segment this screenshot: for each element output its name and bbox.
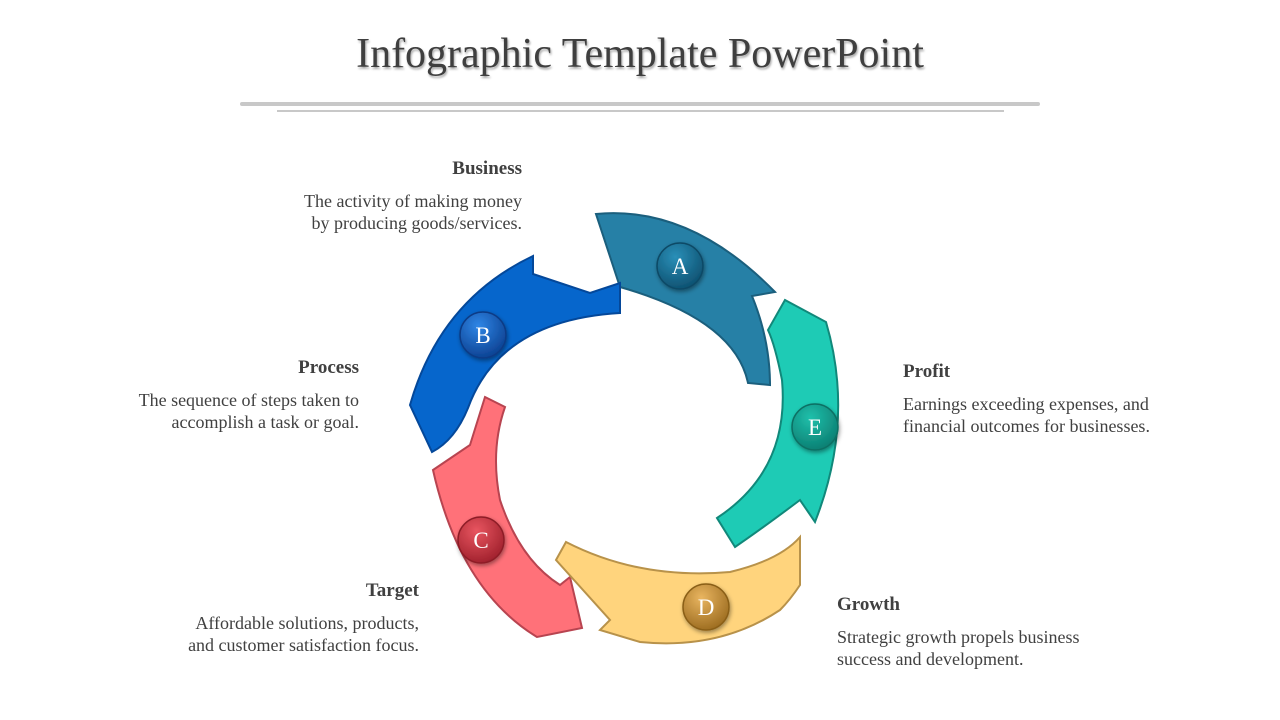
badge-a-letter: A [672, 254, 689, 279]
process-title: Process [60, 357, 359, 379]
badge-c-letter: C [473, 528, 488, 553]
target-desc-line2: and customer satisfaction focus. [100, 634, 419, 656]
growth-desc-line2: success and development. [837, 648, 1167, 670]
business-desc-line2: by producing goods/services. [220, 212, 522, 234]
profit-desc-line1: Earnings exceeding expenses, and [903, 393, 1233, 415]
segment-b-arrow [410, 256, 620, 452]
process-block: Process The sequence of steps taken to a… [60, 357, 359, 433]
process-desc-line1: The sequence of steps taken to [60, 389, 359, 411]
profit-desc: Earnings exceeding expenses, and financi… [903, 393, 1233, 437]
growth-desc: Strategic growth propels business succes… [837, 626, 1167, 670]
growth-block: Growth Strategic growth propels business… [837, 594, 1167, 670]
badge-d-letter: D [698, 595, 715, 620]
business-desc: The activity of making money by producin… [220, 190, 522, 234]
badge-a: A [657, 243, 703, 289]
target-desc-line1: Affordable solutions, products, [100, 612, 419, 634]
badge-b-letter: B [475, 323, 490, 348]
badge-d: D [683, 584, 729, 630]
growth-desc-line1: Strategic growth propels business [837, 626, 1167, 648]
target-title: Target [100, 580, 419, 602]
growth-title: Growth [837, 594, 1167, 616]
profit-title: Profit [903, 361, 1233, 383]
segment-a-arrow [596, 213, 775, 385]
target-desc: Affordable solutions, products, and cust… [100, 612, 419, 656]
badge-b: B [460, 312, 506, 358]
profit-desc-line2: financial outcomes for businesses. [903, 415, 1233, 437]
badge-c: C [458, 517, 504, 563]
business-block: Business The activity of making money by… [220, 158, 522, 234]
badge-e-letter: E [808, 415, 822, 440]
process-desc: The sequence of steps taken to accomplis… [60, 389, 359, 433]
business-desc-line1: The activity of making money [220, 190, 522, 212]
process-desc-line2: accomplish a task or goal. [60, 411, 359, 433]
segment-d-arrow [556, 537, 800, 643]
segment-c-arrow [433, 397, 582, 637]
business-title: Business [220, 158, 522, 180]
profit-block: Profit Earnings exceeding expenses, and … [903, 361, 1233, 437]
target-block: Target Affordable solutions, products, a… [100, 580, 419, 656]
badge-e: E [792, 404, 838, 450]
